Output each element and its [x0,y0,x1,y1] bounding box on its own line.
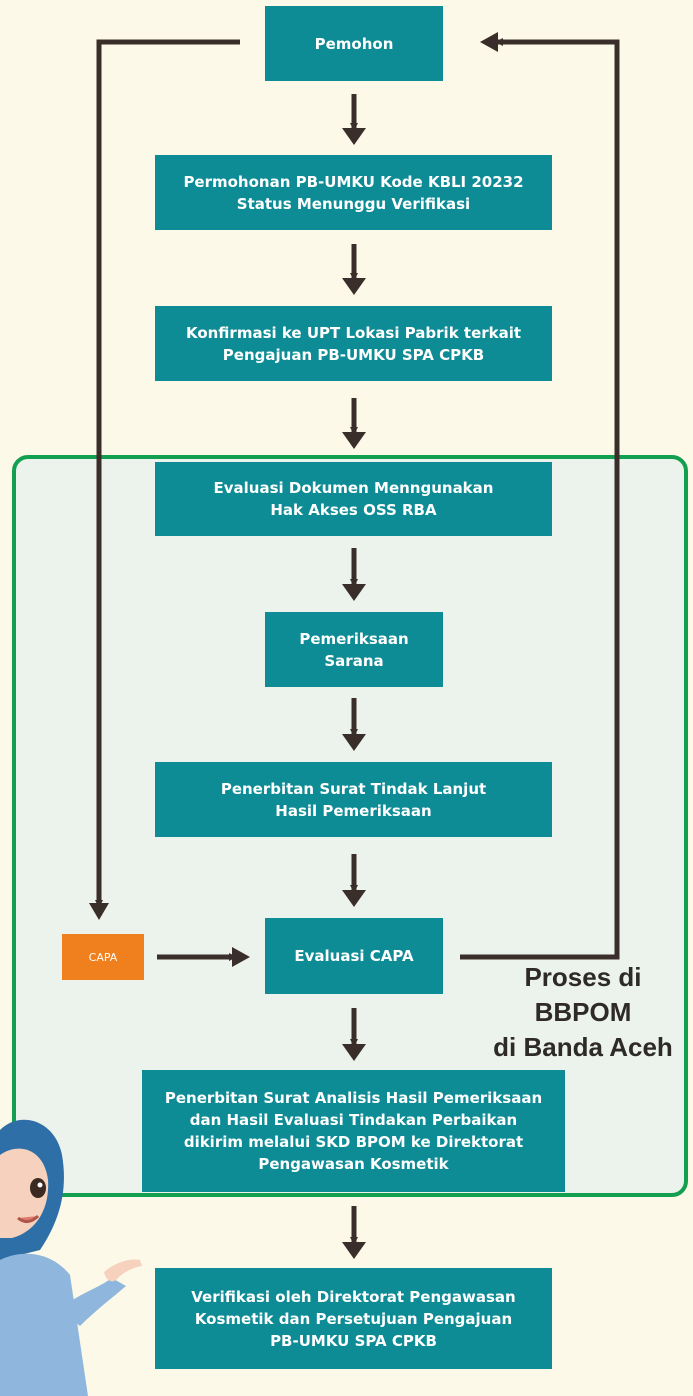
capa-label: CAPA [88,950,118,964]
node-permohonan: Permohonan PB-UMKU Kode KBLI 20232 Statu… [155,155,552,230]
node-pemeriksaan-sarana-label: Pemeriksaan Sarana [299,629,409,670]
node-penerbitan-tindak-lanjut: Penerbitan Surat Tindak Lanjut Hasil Pem… [155,762,552,837]
node-penerbitan-tindak-lanjut-label: Penerbitan Surat Tindak Lanjut Hasil Pem… [220,779,487,820]
node-pemeriksaan-sarana: Pemeriksaan Sarana [265,612,443,687]
node-pemohon-label: Pemohon [314,34,394,53]
node-pemohon: Pemohon [265,6,443,81]
node-verifikasi: Verifikasi oleh Direktorat Pengawasan Ko… [155,1268,552,1369]
hijab-girl-pointing-illustration [0,1119,142,1396]
capa-box: CAPA [62,934,144,980]
node-evaluasi-capa-label: Evaluasi CAPA [294,947,414,965]
node-verifikasi-label: Verifikasi oleh Direktorat Pengawasan Ko… [191,1287,516,1350]
node-konfirmasi-label: Konfirmasi ke UPT Lokasi Pabrik terkait … [185,323,522,364]
node-konfirmasi: Konfirmasi ke UPT Lokasi Pabrik terkait … [155,306,552,381]
node-penerbitan-analisis: Penerbitan Surat Analisis Hasil Pemeriks… [142,1070,565,1192]
region-label: Proses di BBPOM di Banda Aceh [493,962,673,1062]
node-evaluasi-dokumen-label: Evaluasi Dokumen Menngunakan Hak Akses O… [213,479,494,519]
node-evaluasi-capa: Evaluasi CAPA [265,918,443,994]
arrow-pemohon-to-capa [95,39,240,908]
node-penerbitan-analisis-label: Penerbitan Surat Analisis Hasil Pemeriks… [164,1089,543,1173]
node-evaluasi-dokumen: Evaluasi Dokumen Menngunakan Hak Akses O… [155,462,552,536]
arrow-evaluasi-capa-to-pemohon [460,38,620,960]
node-permohonan-label: Permohonan PB-UMKU Kode KBLI 20232 Statu… [183,172,524,213]
